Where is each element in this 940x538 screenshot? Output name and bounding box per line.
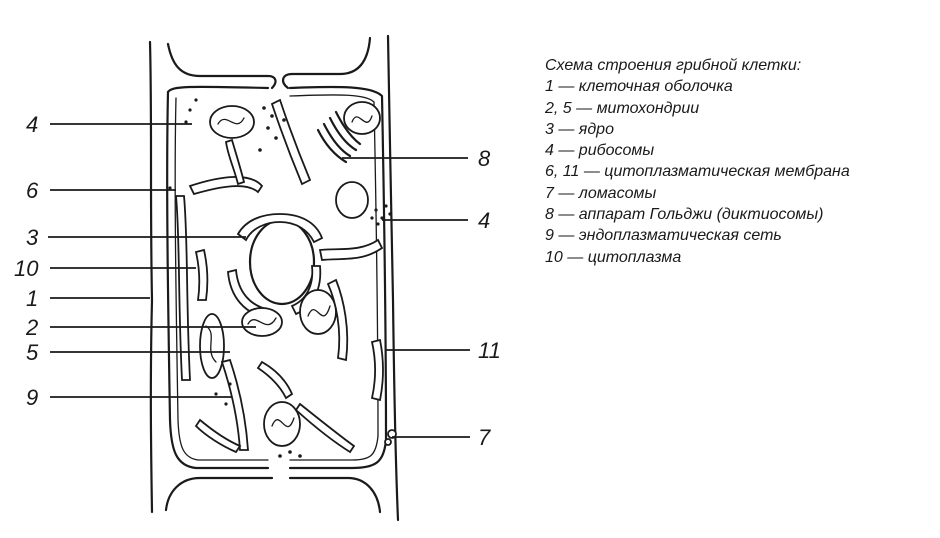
endoplasmic-reticulum bbox=[175, 98, 384, 454]
legend-item: 4 — рибосомы bbox=[545, 142, 655, 160]
callout-left-4: 4 bbox=[26, 112, 38, 137]
callout-numbers: 4 6 3 10 1 2 5 9 8 4 11 7 bbox=[14, 112, 501, 450]
golgi-apparatus bbox=[316, 110, 362, 164]
legend-item: 10 — цитоплазма bbox=[545, 248, 682, 266]
mitochondria bbox=[199, 101, 381, 447]
legend-item: 7 — ломасомы bbox=[545, 184, 657, 202]
callout-right-8: 8 bbox=[478, 146, 491, 171]
callout-right-11: 11 bbox=[478, 338, 501, 363]
legend-item: 3 — ядро bbox=[545, 120, 614, 138]
legend: Схема строения грибной клетки: 1 — клето… bbox=[545, 55, 935, 268]
callout-right-7: 7 bbox=[478, 425, 491, 450]
callout-left-5: 5 bbox=[26, 340, 39, 365]
callout-left-10: 10 bbox=[14, 256, 39, 281]
legend-item: 1 — клеточная оболочка bbox=[545, 78, 733, 96]
callout-left-6: 6 bbox=[26, 178, 39, 203]
callout-left-3: 3 bbox=[26, 225, 39, 250]
nucleus bbox=[227, 213, 324, 320]
callout-left-9: 9 bbox=[26, 385, 38, 410]
legend-item: 2, 5 — митохондрии bbox=[545, 99, 700, 117]
legend-title: Схема строения грибной клетки: bbox=[545, 57, 802, 74]
ribosomes bbox=[168, 98, 392, 458]
callout-left-1: 1 bbox=[26, 286, 38, 311]
callout-left-2: 2 bbox=[25, 315, 38, 340]
plasma-membrane bbox=[166, 85, 388, 470]
legend-item: 8 — аппарат Гольджи (диктиосомы) bbox=[545, 206, 824, 224]
legend-item: 9 — эндоплазматическая сеть bbox=[545, 227, 782, 245]
callout-right-4: 4 bbox=[478, 208, 490, 233]
cell-wall bbox=[148, 34, 400, 522]
lomasome bbox=[384, 429, 397, 446]
legend-item: 6, 11 — цитоплазматическая мембрана bbox=[545, 163, 850, 181]
leader-lines bbox=[48, 123, 470, 438]
